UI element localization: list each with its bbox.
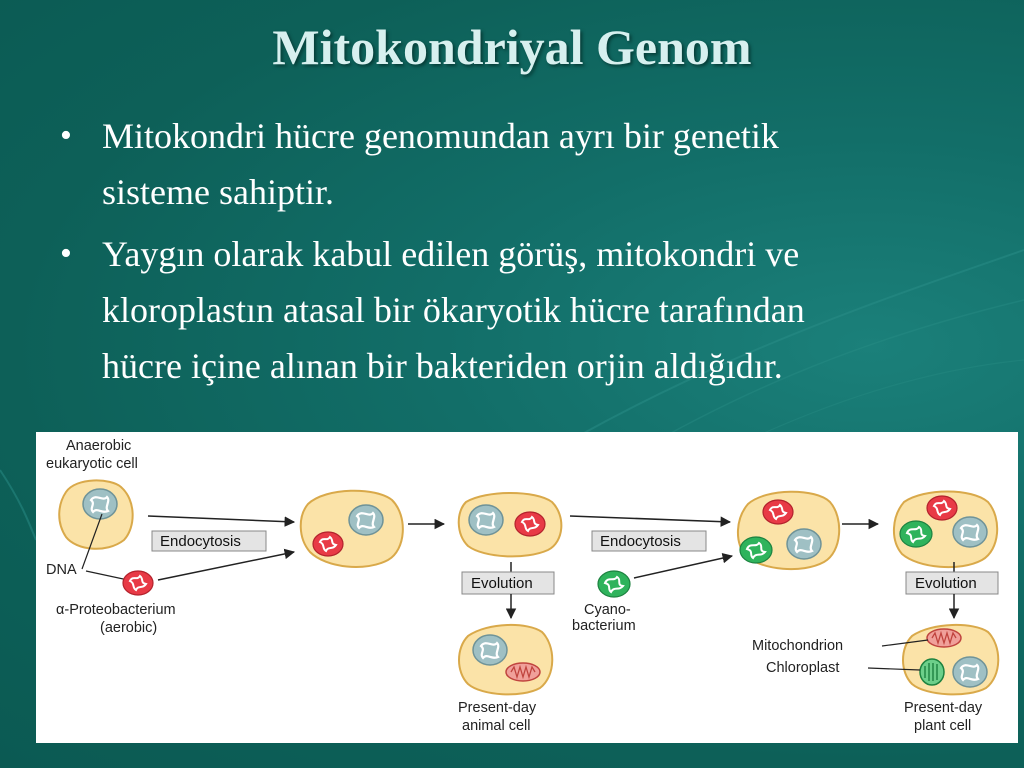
mitochondrion-icon [505,662,541,682]
bullet-2-line-2: kloroplastın atasal bir ökaryotik hücre … [102,290,805,330]
bullet-item-2: • Yaygın olarak kabul edilen görüş, mito… [56,226,976,394]
chloroplast-label: Chloroplast [766,660,839,676]
endosymbiosis-diagram: Anaerobic eukaryotic cell DNA α-Proteoba… [36,432,1018,743]
mitochondrion-pointer [881,639,929,647]
animal-label-2: animal cell [462,718,531,734]
proteobacterium-icon [514,511,546,537]
endocytosis-label-1: Endocytosis [160,533,241,550]
dna-pointer-line [81,513,103,570]
animal-cell [458,624,554,696]
arrow-to-endocytosis-2 [569,515,732,527]
nucleus-icon [785,527,823,561]
nucleus-icon [467,503,505,537]
proteobacterium-icon [122,570,154,596]
dna-pointer-line-2 [85,570,129,581]
bullet-list: • Mitokondri hücre genomundan ayrı bir g… [56,108,976,400]
bullet-2-line-3: hücre içine alınan bir bakteriden orjin … [102,346,783,386]
evolution-box-2 [905,571,999,595]
mitochondrion-icon [926,628,962,648]
endosymbiosis-svg: Anaerobic eukaryotic cell DNA α-Proteoba… [46,438,1000,734]
animal-label-1: Present-day [458,700,537,716]
bullet-1-line-1: Mitokondri hücre genomundan ayrı bir gen… [102,116,779,156]
nucleus-icon [81,487,119,521]
evolution-label-2: Evolution [915,575,977,592]
proteo-label-1: α-Proteobacterium [56,602,176,618]
plant-label-1: Present-day [904,700,983,716]
cyanobacterium-icon [739,536,773,564]
slide-title: Mitokondriyal Genom [272,19,752,75]
cyano-label-2: bacterium [572,618,636,634]
anaerobic-label-2: eukaryotic cell [46,456,138,472]
plant-label-2: plant cell [914,718,971,734]
dna-label: DNA [46,562,77,578]
cyanobacterium-icon [597,570,631,598]
arrow-bacterium-in [157,548,296,581]
proteobacterium-icon [926,495,958,521]
chloroplast-pointer [867,667,921,671]
endocytosis-box-1 [151,530,267,552]
endocytosis-label-2: Endocytosis [600,533,681,550]
endocytosis-box-2 [591,530,707,552]
nucleus-icon [951,655,989,689]
anaerobic-label-1: Anaerobic [66,438,131,454]
photosynthetic-cell [893,490,999,569]
arrow-cyano-in [633,552,734,579]
nucleus-icon [347,503,385,537]
proteobacterium-icon [312,531,344,557]
bullet-2-line-1: Yaygın olarak kabul edilen görüş, mitoko… [102,234,800,274]
bullet-1-line-2: sisteme sahiptir. [102,172,334,212]
arrow-to-endocytosis-1 [147,515,296,527]
cyano-label-1: Cyano- [584,602,631,618]
proteobacterium-icon [762,499,794,525]
evolution-label-1: Evolution [471,575,533,592]
mitochondrion-label: Mitochondrion [752,638,843,654]
nucleus-icon [471,633,509,667]
bullet-item-1: • Mitokondri hücre genomundan ayrı bir g… [56,108,976,220]
proteo-label-2: (aerobic) [100,620,157,636]
bullet-dot-icon: • [60,235,72,272]
nucleus-icon [951,515,989,549]
evolution-box-1 [461,571,555,595]
cyanobacterium-icon [899,520,933,548]
chloroplast-icon [919,658,945,686]
bullet-dot-icon: • [60,117,72,154]
